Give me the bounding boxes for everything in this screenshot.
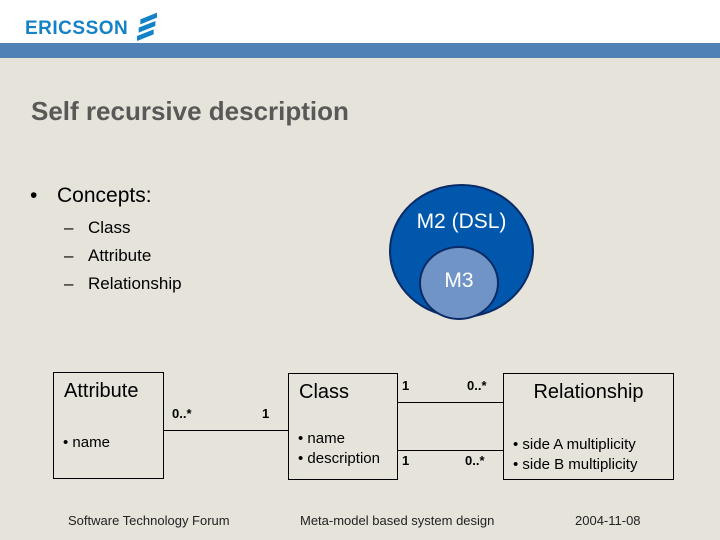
bullet-item-attribute: Attribute [64, 246, 151, 266]
uml-attribute-item: side A multiplicity [513, 435, 671, 455]
multiplicity-label: 1 [262, 406, 270, 421]
ericsson-logo-text: ERICSSON [25, 17, 129, 39]
association-attribute-class [163, 430, 288, 431]
multiplicity-label: 1 [402, 453, 410, 468]
association-class-relationship-bottom [397, 450, 503, 451]
bullet-heading: Concepts: [30, 184, 152, 208]
uml-attribute-item: description [298, 449, 395, 469]
bullet-item-relationship: Relationship [64, 274, 182, 294]
uml-class-class: Class name description [288, 373, 398, 480]
uml-class-attribute: Attribute name [53, 372, 164, 479]
page-title: Self recursive description [31, 96, 349, 126]
venn-inner-label: M3 [444, 269, 474, 292]
footer-event-name: Software Technology Forum [68, 513, 230, 528]
bullet-item-class: Class [64, 218, 131, 238]
footer-date: 2004-11-08 [575, 513, 641, 528]
footer-course-name: Meta-model based system design [300, 513, 495, 528]
association-class-relationship-top [397, 402, 503, 403]
uml-attribute-item: name [298, 429, 395, 449]
uml-class-title: Attribute [64, 380, 139, 402]
accent-bar [0, 43, 720, 58]
ericsson-bars-icon [134, 11, 160, 46]
uml-attribute-item: name [63, 433, 161, 453]
multiplicity-label: 0..* [172, 406, 192, 421]
venn-inner-circle [419, 246, 499, 320]
venn-outer-label: M2 (DSL) [416, 210, 507, 233]
multiplicity-label: 0..* [465, 453, 485, 468]
uml-attribute-item: side B multiplicity [513, 455, 671, 475]
ericsson-logo: ERICSSON [25, 11, 160, 46]
uml-class-title: Class [299, 381, 350, 403]
uml-class-title: Relationship [533, 381, 644, 403]
uml-class-relationship: Relationship side A multiplicity side B … [503, 373, 674, 480]
header-strip: ERICSSON [0, 0, 720, 43]
multiplicity-label: 0..* [467, 378, 487, 393]
multiplicity-label: 1 [402, 378, 410, 393]
